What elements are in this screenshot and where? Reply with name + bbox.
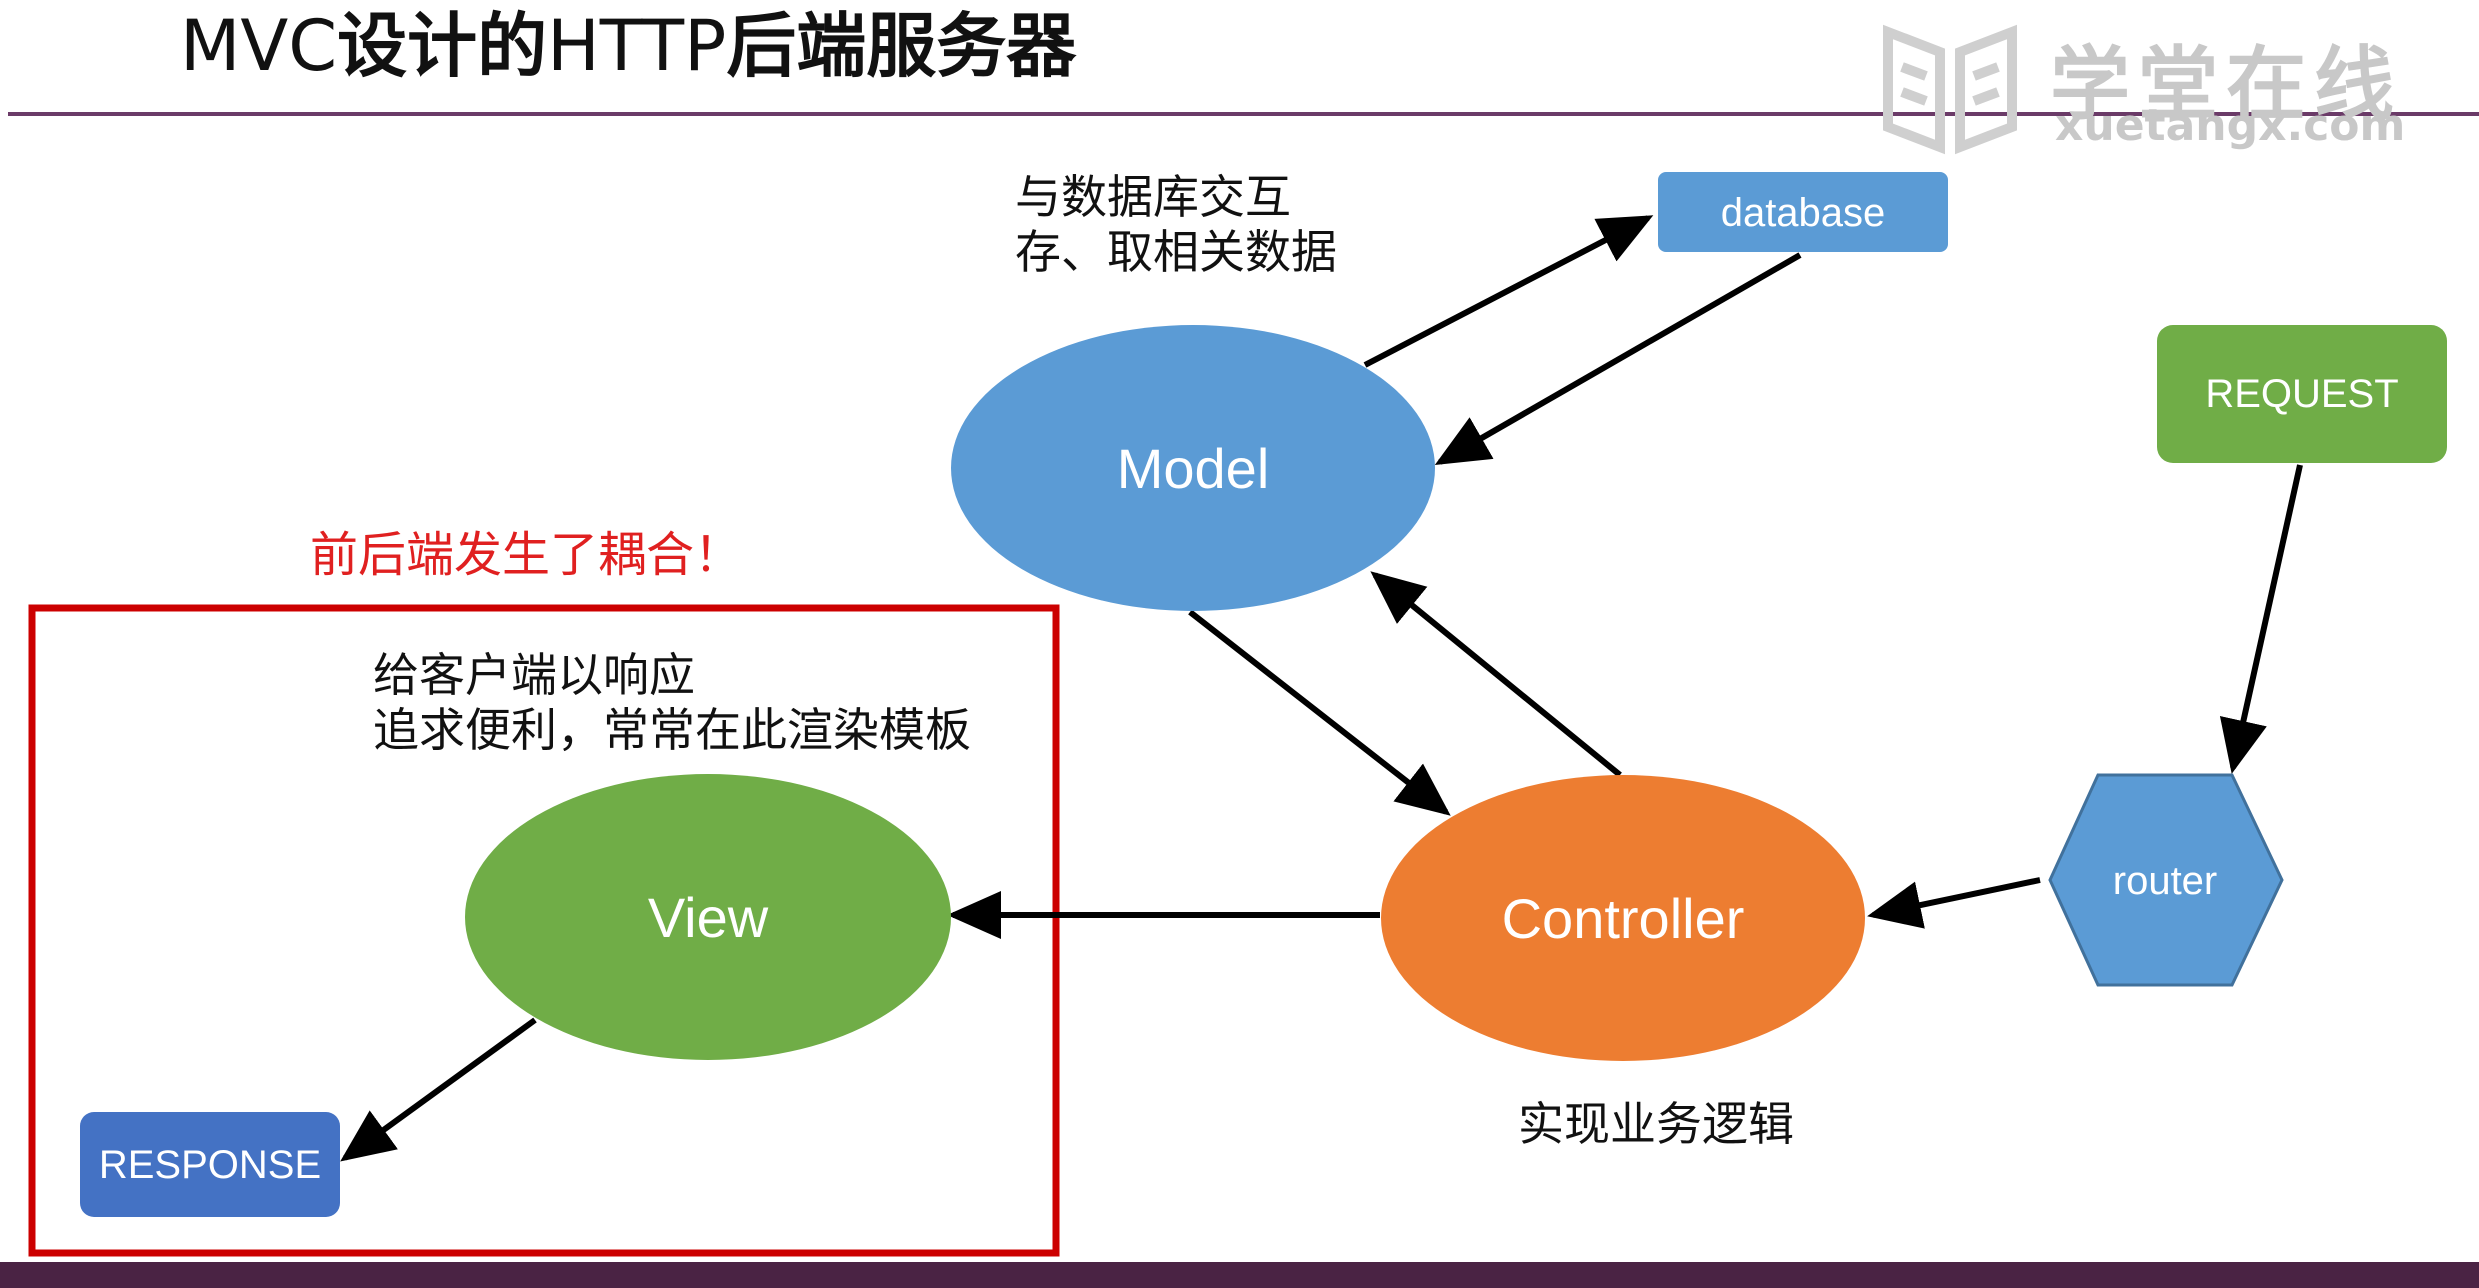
router-label: router [2113,859,2218,903]
xuetangx-logo-icon [1883,24,2017,155]
request-label: REQUEST [2205,372,2398,416]
database-label: database [1721,191,1886,235]
watermark-domain: xuetangx.com [2055,100,2406,151]
response-node [80,1112,340,1217]
title-backend-server: 后端服务器 [726,5,1077,87]
response-label: RESPONSE [99,1143,321,1187]
view-node [465,774,951,1060]
model-label: Model [1117,437,1270,500]
watermark-text: 学堂在线 [2050,38,2402,131]
view-note-line1: 给客户端以响应 [373,648,695,702]
title-http: HTTP [547,5,727,87]
arrow-database-to-model [1434,252,1802,465]
view-label: View [648,886,769,949]
controller-note: 实现业务逻辑 [1518,1097,1794,1151]
view-note: 给客户端以响应 追求便利，常常在此渲染模板 [373,648,971,758]
arrow-router-to-controller [1867,877,2041,929]
arrow-request-to-router [2219,464,2303,774]
arrow-controller-to-model [1370,571,1622,778]
model-node [951,325,1435,611]
arrow-model-to-database [1363,215,1654,368]
title-design: 设计的 [337,5,548,87]
bottom-bar [0,1262,2479,1288]
controller-node [1381,775,1865,1061]
coupling-warning: 前后端发生了耦合！ [310,527,743,583]
router-node [2048,773,2284,987]
title-divider [8,112,2479,116]
coupling-highlight-box [28,604,1060,1257]
model-note-line2: 存、取相关数据 [1015,225,1337,280]
slide-title: MVC设计的HTTP后端服务器 [180,8,1076,85]
arrow-model-to-controller [1188,609,1451,816]
model-note: 与数据库交互 存、取相关数据 [1015,170,1337,280]
database-node [1658,172,1948,252]
arrow-view-to-response [340,1017,537,1162]
controller-label: Controller [1502,887,1745,950]
model-note-line1: 与数据库交互 [1015,170,1291,224]
title-mvc: MVC [180,5,338,87]
request-node [2157,325,2447,463]
view-note-line2: 追求便利，常常在此渲染模板 [373,703,971,758]
